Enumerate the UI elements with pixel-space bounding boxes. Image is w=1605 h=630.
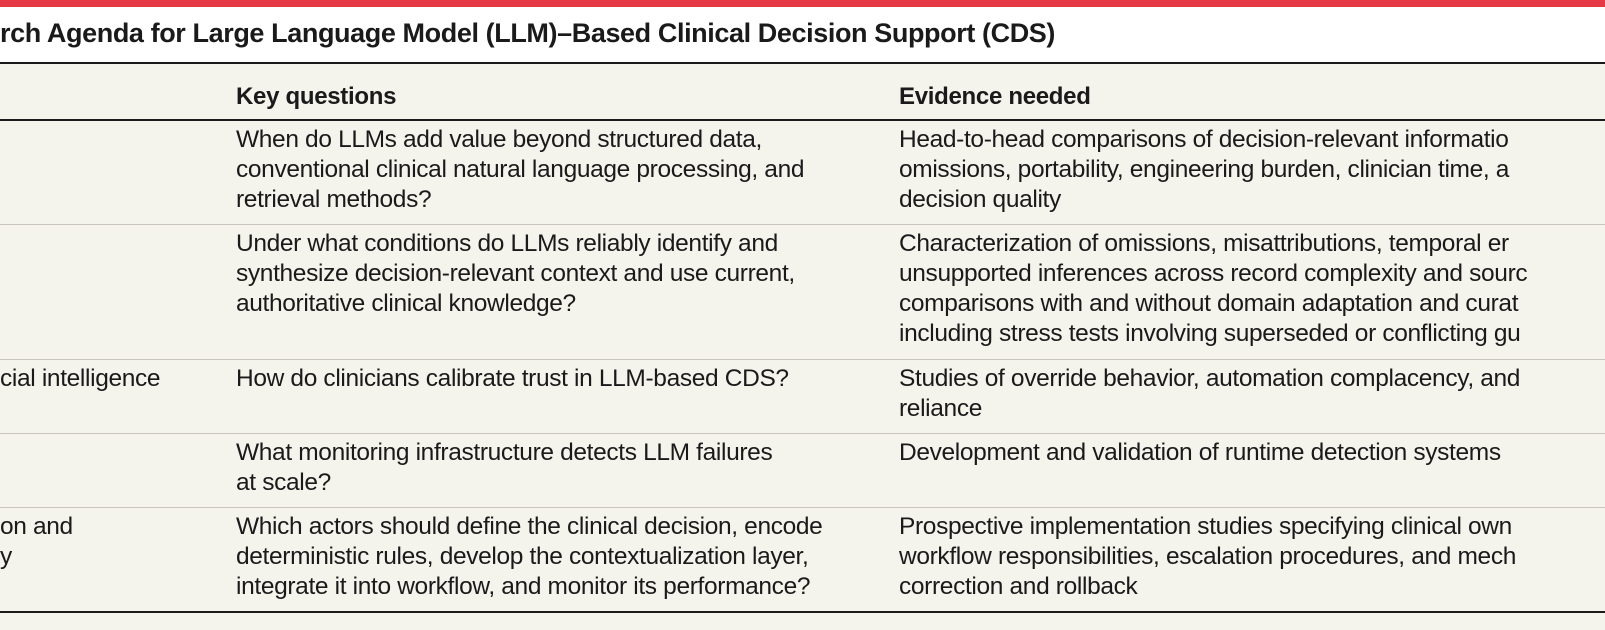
question-cell: How do clinicians calibrate trust in LLM…: [236, 365, 789, 392]
question-cell: Which actors should define the clinical …: [236, 513, 823, 600]
table-row: What monitoring infrastructure detects L…: [0, 434, 1605, 508]
research-agenda-table: Key questions Evidence needed When do LL…: [0, 62, 1605, 630]
column-header-evidence-needed: Evidence needed: [899, 83, 1091, 110]
table-row: cial intelligence How do clinicians cali…: [0, 360, 1605, 434]
title-strip: [0, 7, 1605, 62]
evidence-cell: Studies of override behavior, automation…: [899, 365, 1521, 422]
domain-cell: cial intelligence: [0, 365, 161, 392]
column-header-key-questions: Key questions: [236, 83, 397, 110]
question-cell: Under what conditions do LLMs reliably i…: [236, 230, 795, 317]
table-row: on and y Which actors should define the …: [0, 508, 1605, 613]
table-header-row: Key questions Evidence needed: [0, 64, 1605, 121]
evidence-cell: Characterization of omissions, misattrib…: [899, 230, 1528, 347]
evidence-cell: Development and validation of runtime de…: [899, 439, 1501, 466]
table-row: When do LLMs add value beyond structured…: [0, 121, 1605, 225]
question-cell: What monitoring infrastructure detects L…: [236, 439, 773, 496]
evidence-cell: Prospective implementation studies speci…: [899, 513, 1517, 600]
accent-bar: [0, 0, 1605, 7]
question-cell: When do LLMs add value beyond structured…: [236, 126, 805, 213]
table-title: rch Agenda for Large Language Model (LLM…: [0, 18, 1056, 48]
evidence-cell: Head-to-head comparisons of decision-rel…: [899, 126, 1510, 213]
table-row: Under what conditions do LLMs reliably i…: [0, 225, 1605, 360]
domain-cell: on and y: [0, 513, 73, 570]
